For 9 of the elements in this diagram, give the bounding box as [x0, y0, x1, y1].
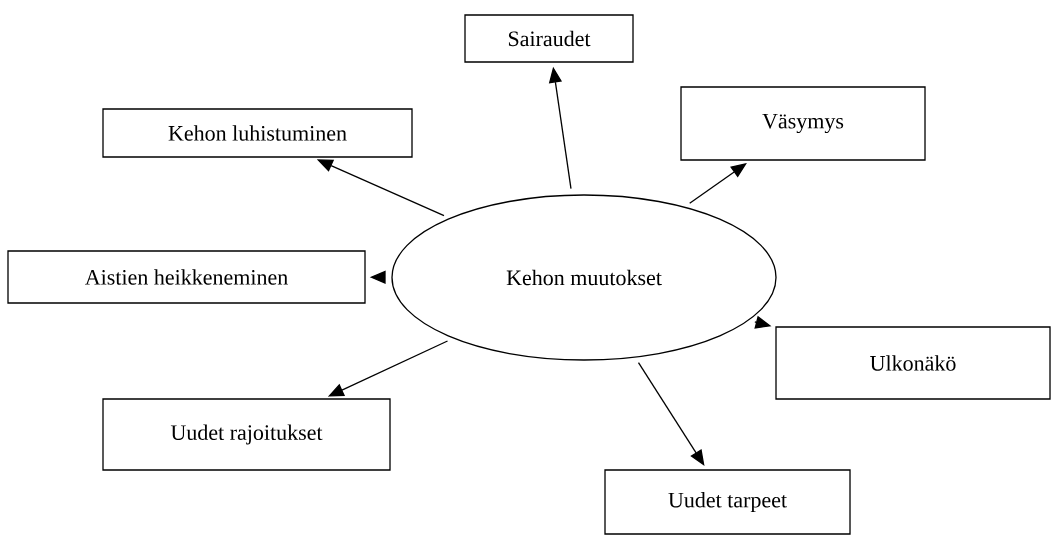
topic-box: Sairaudet — [464, 14, 634, 63]
topic-box: Uudet rajoitukset — [102, 398, 391, 471]
arrow — [637, 362, 705, 466]
topic-box: Ulkonäkö — [775, 326, 1051, 400]
topic-box: Uudet tarpeet — [604, 469, 851, 535]
topic-box: Aistien heikkeneminen — [7, 250, 366, 304]
topic-box: Kehon luhistuminen — [102, 108, 413, 158]
arrow — [689, 163, 747, 204]
topic-box: Väsymys — [680, 86, 926, 161]
